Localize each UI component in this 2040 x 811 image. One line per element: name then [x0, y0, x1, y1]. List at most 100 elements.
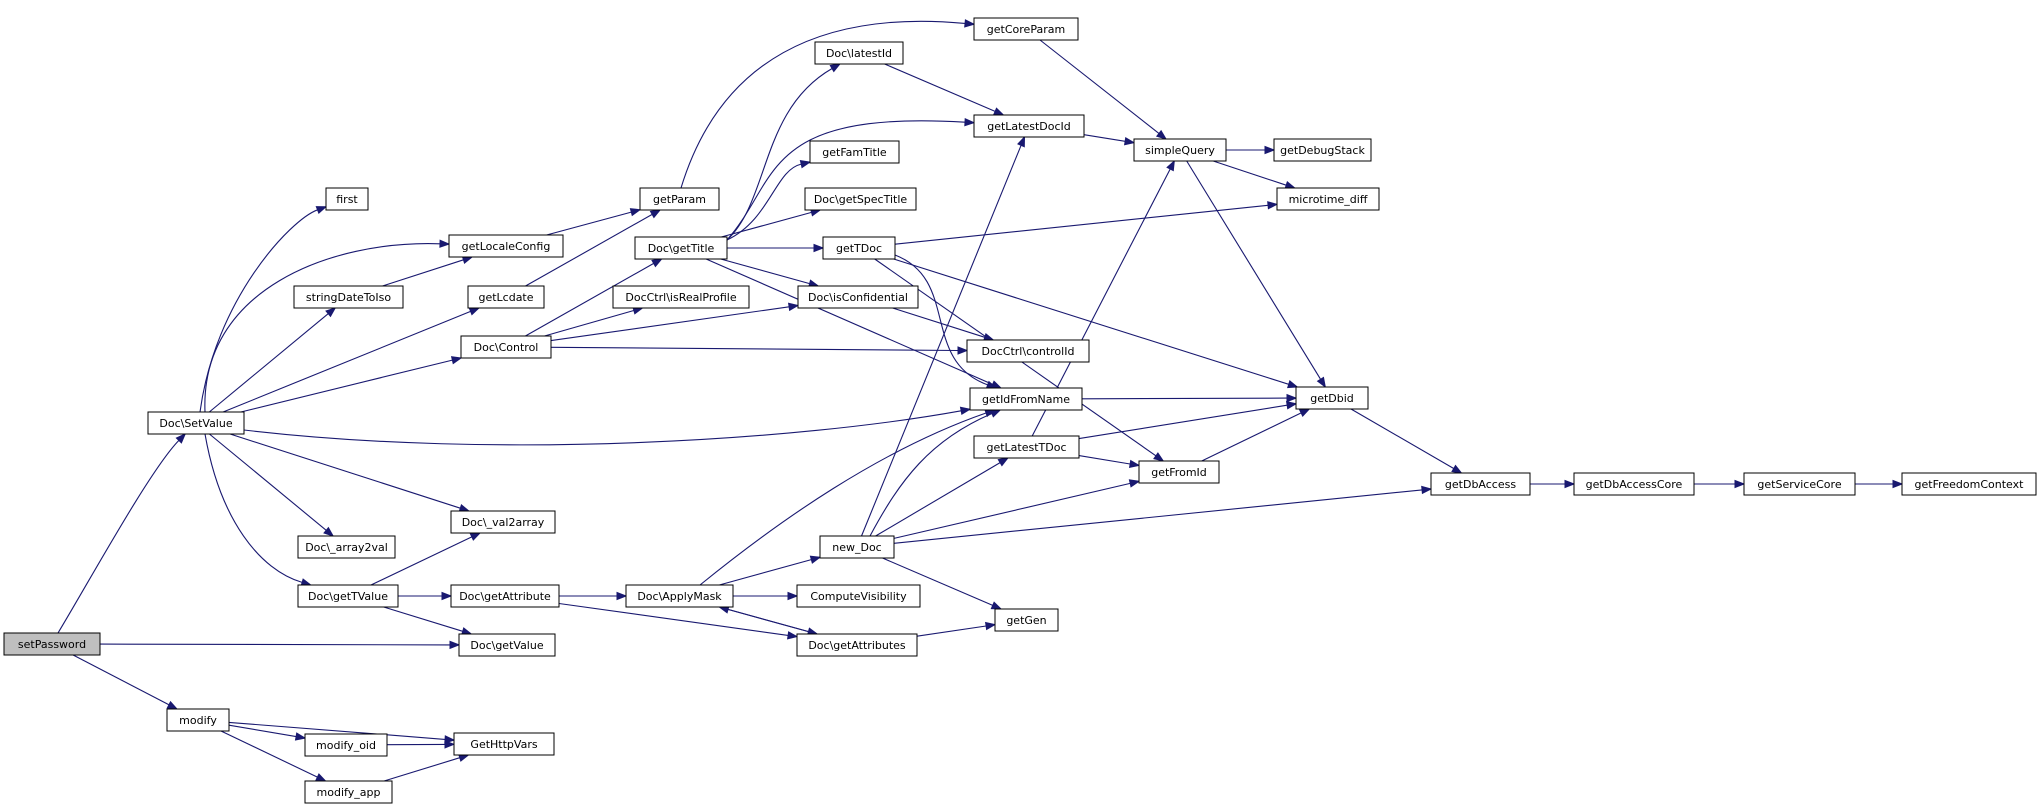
node-box	[147, 411, 245, 435]
node-box	[804, 187, 917, 211]
edge-getTValue-to-getAttribute	[398, 591, 453, 601]
node-getDebugStack[interactable]: getDebugStack	[1273, 138, 1372, 162]
node-ApplyMask[interactable]: Doc\ApplyMask	[625, 584, 734, 608]
node-getTValue[interactable]: Doc\getTValue	[297, 584, 399, 608]
edge-new_Doc-to-getIdFromName	[869, 409, 1002, 537]
edge-arrowhead	[1128, 459, 1141, 469]
node-getDbAccessCore[interactable]: getDbAccessCore	[1573, 472, 1695, 496]
edge-arrowhead	[1451, 464, 1463, 474]
edge-new_Doc-to-getLatestTDoc	[875, 457, 1010, 537]
edge-simpleQuery-to-getDebugStack	[1226, 145, 1276, 155]
node-latestId[interactable]: Doc\latestId	[814, 41, 904, 65]
node-setPassword[interactable]: setPassword	[3, 632, 101, 656]
node-getAttribute[interactable]: Doc\getAttribute	[450, 584, 560, 608]
node-getParam[interactable]: getParam	[639, 187, 720, 211]
node-getLcdate[interactable]: getLcdate	[467, 285, 545, 309]
node-label: Doc\SetValue	[159, 417, 232, 430]
node-val2array[interactable]: Doc\_val2array	[450, 510, 556, 534]
edge-simpleQuery-to-getDbid	[1186, 160, 1327, 389]
edge-line	[894, 254, 988, 386]
node-isRealProfile[interactable]: DocCtrl\isRealProfile	[612, 285, 750, 309]
node-modify_app[interactable]: modify_app	[304, 780, 393, 804]
node-getServiceCore[interactable]: getServiceCore	[1743, 472, 1856, 496]
node-controlId[interactable]: DocCtrl\controlId	[966, 339, 1090, 363]
node-box	[796, 584, 921, 608]
node-new_Doc[interactable]: new_Doc	[819, 535, 895, 559]
node-getFromId[interactable]: getFromId	[1138, 460, 1220, 484]
node-first[interactable]: first	[325, 187, 369, 211]
node-GetHttpVars[interactable]: GetHttpVars	[453, 732, 555, 756]
edge-arrowhead	[315, 206, 328, 214]
edge-line	[916, 625, 987, 637]
edge-arrowhead	[957, 346, 969, 355]
edge-getAttribute-to-getAttributes	[558, 602, 799, 640]
edge-arrowhead	[651, 258, 663, 268]
edge-DocControl-to-isRealProfile	[544, 306, 644, 337]
edge-line	[382, 259, 464, 287]
edge-arrowhead	[1017, 135, 1026, 148]
node-array2val[interactable]: Doc\_array2val	[297, 535, 396, 559]
edge-line	[882, 557, 993, 606]
node-label: getFreedomContext	[1915, 478, 2025, 491]
node-box	[1901, 472, 2037, 496]
edge-arrowhead	[469, 532, 482, 541]
node-getSpecTitle[interactable]: Doc\getSpecTitle	[804, 187, 917, 211]
node-box	[612, 285, 750, 309]
node-getAttributes[interactable]: Doc\getAttributes	[796, 633, 918, 657]
node-label: microtime_diff	[1289, 193, 1368, 206]
edge-line	[884, 63, 996, 112]
node-label: getParam	[653, 193, 706, 206]
node-getCoreParam[interactable]: getCoreParam	[973, 17, 1079, 41]
edge-line	[550, 346, 959, 352]
node-getLatestTDoc[interactable]: getLatestTDoc	[973, 435, 1080, 459]
edge-arrowhead	[1286, 393, 1298, 403]
edge-getLatestTDoc-to-getDbid	[1078, 401, 1298, 440]
node-getTitle[interactable]: Doc\getTitle	[634, 236, 728, 260]
node-getDbAccess[interactable]: getDbAccess	[1430, 472, 1531, 496]
node-SetValue[interactable]: Doc\SetValue	[147, 411, 245, 435]
edge-arrowhead	[444, 735, 456, 744]
node-label: getIdFromName	[982, 393, 1070, 406]
node-getIdFromName[interactable]: getIdFromName	[969, 387, 1083, 411]
edge-line	[893, 489, 1423, 544]
node-label: Doc\_val2array	[462, 516, 545, 529]
node-DocControl[interactable]: Doc\Control	[460, 335, 552, 359]
edges-layer	[57, 19, 1904, 782]
node-microtime_diff[interactable]: microtime_diff	[1276, 187, 1380, 211]
node-box	[625, 584, 734, 608]
node-label: getDbAccessCore	[1586, 478, 1683, 491]
node-modify[interactable]: modify	[166, 708, 230, 732]
node-getGen[interactable]: getGen	[994, 608, 1059, 632]
node-getDbid[interactable]: getDbid	[1295, 386, 1369, 410]
node-getTDoc[interactable]: getTDoc	[822, 236, 896, 260]
node-box	[1430, 472, 1531, 496]
node-getLocaleConfig[interactable]: getLocaleConfig	[448, 234, 564, 258]
edge-getTDoc-to-microtime_diff	[894, 201, 1279, 245]
node-getLatestDocId[interactable]: getLatestDocId	[973, 114, 1085, 138]
edge-line	[1078, 404, 1288, 440]
node-box	[814, 41, 904, 65]
edge-arrowhead	[441, 591, 453, 601]
edge-getLcdate-to-getParam	[525, 209, 662, 287]
node-label: getDbAccess	[1445, 478, 1516, 491]
node-stringDateToIso[interactable]: stringDateToIso	[293, 285, 404, 309]
node-label: getDbid	[1310, 392, 1354, 405]
node-label: getLcdate	[478, 291, 533, 304]
node-getFreedomContext[interactable]: getFreedomContext	[1901, 472, 2037, 496]
edge-line	[525, 262, 654, 337]
node-getFamTitle[interactable]: getFamTitle	[809, 140, 900, 164]
edge-line	[1201, 412, 1302, 462]
node-label: simpleQuery	[1145, 144, 1215, 157]
node-getValue[interactable]: Doc\getValue	[458, 633, 556, 657]
node-label: Doc\getTValue	[308, 590, 388, 603]
node-simpleQuery[interactable]: simpleQuery	[1133, 138, 1227, 162]
edge-DocControl-to-isConfidential	[550, 302, 800, 342]
node-isConfidential[interactable]: Doc\isConfidential	[797, 285, 919, 309]
edge-line	[222, 310, 471, 413]
edge-arrowhead	[799, 159, 812, 169]
node-ComputeVisibility[interactable]: ComputeVisibility	[796, 584, 921, 608]
node-box	[1573, 472, 1695, 496]
node-modify_oid[interactable]: modify_oid	[304, 733, 388, 757]
edge-arrowhead	[985, 621, 997, 631]
